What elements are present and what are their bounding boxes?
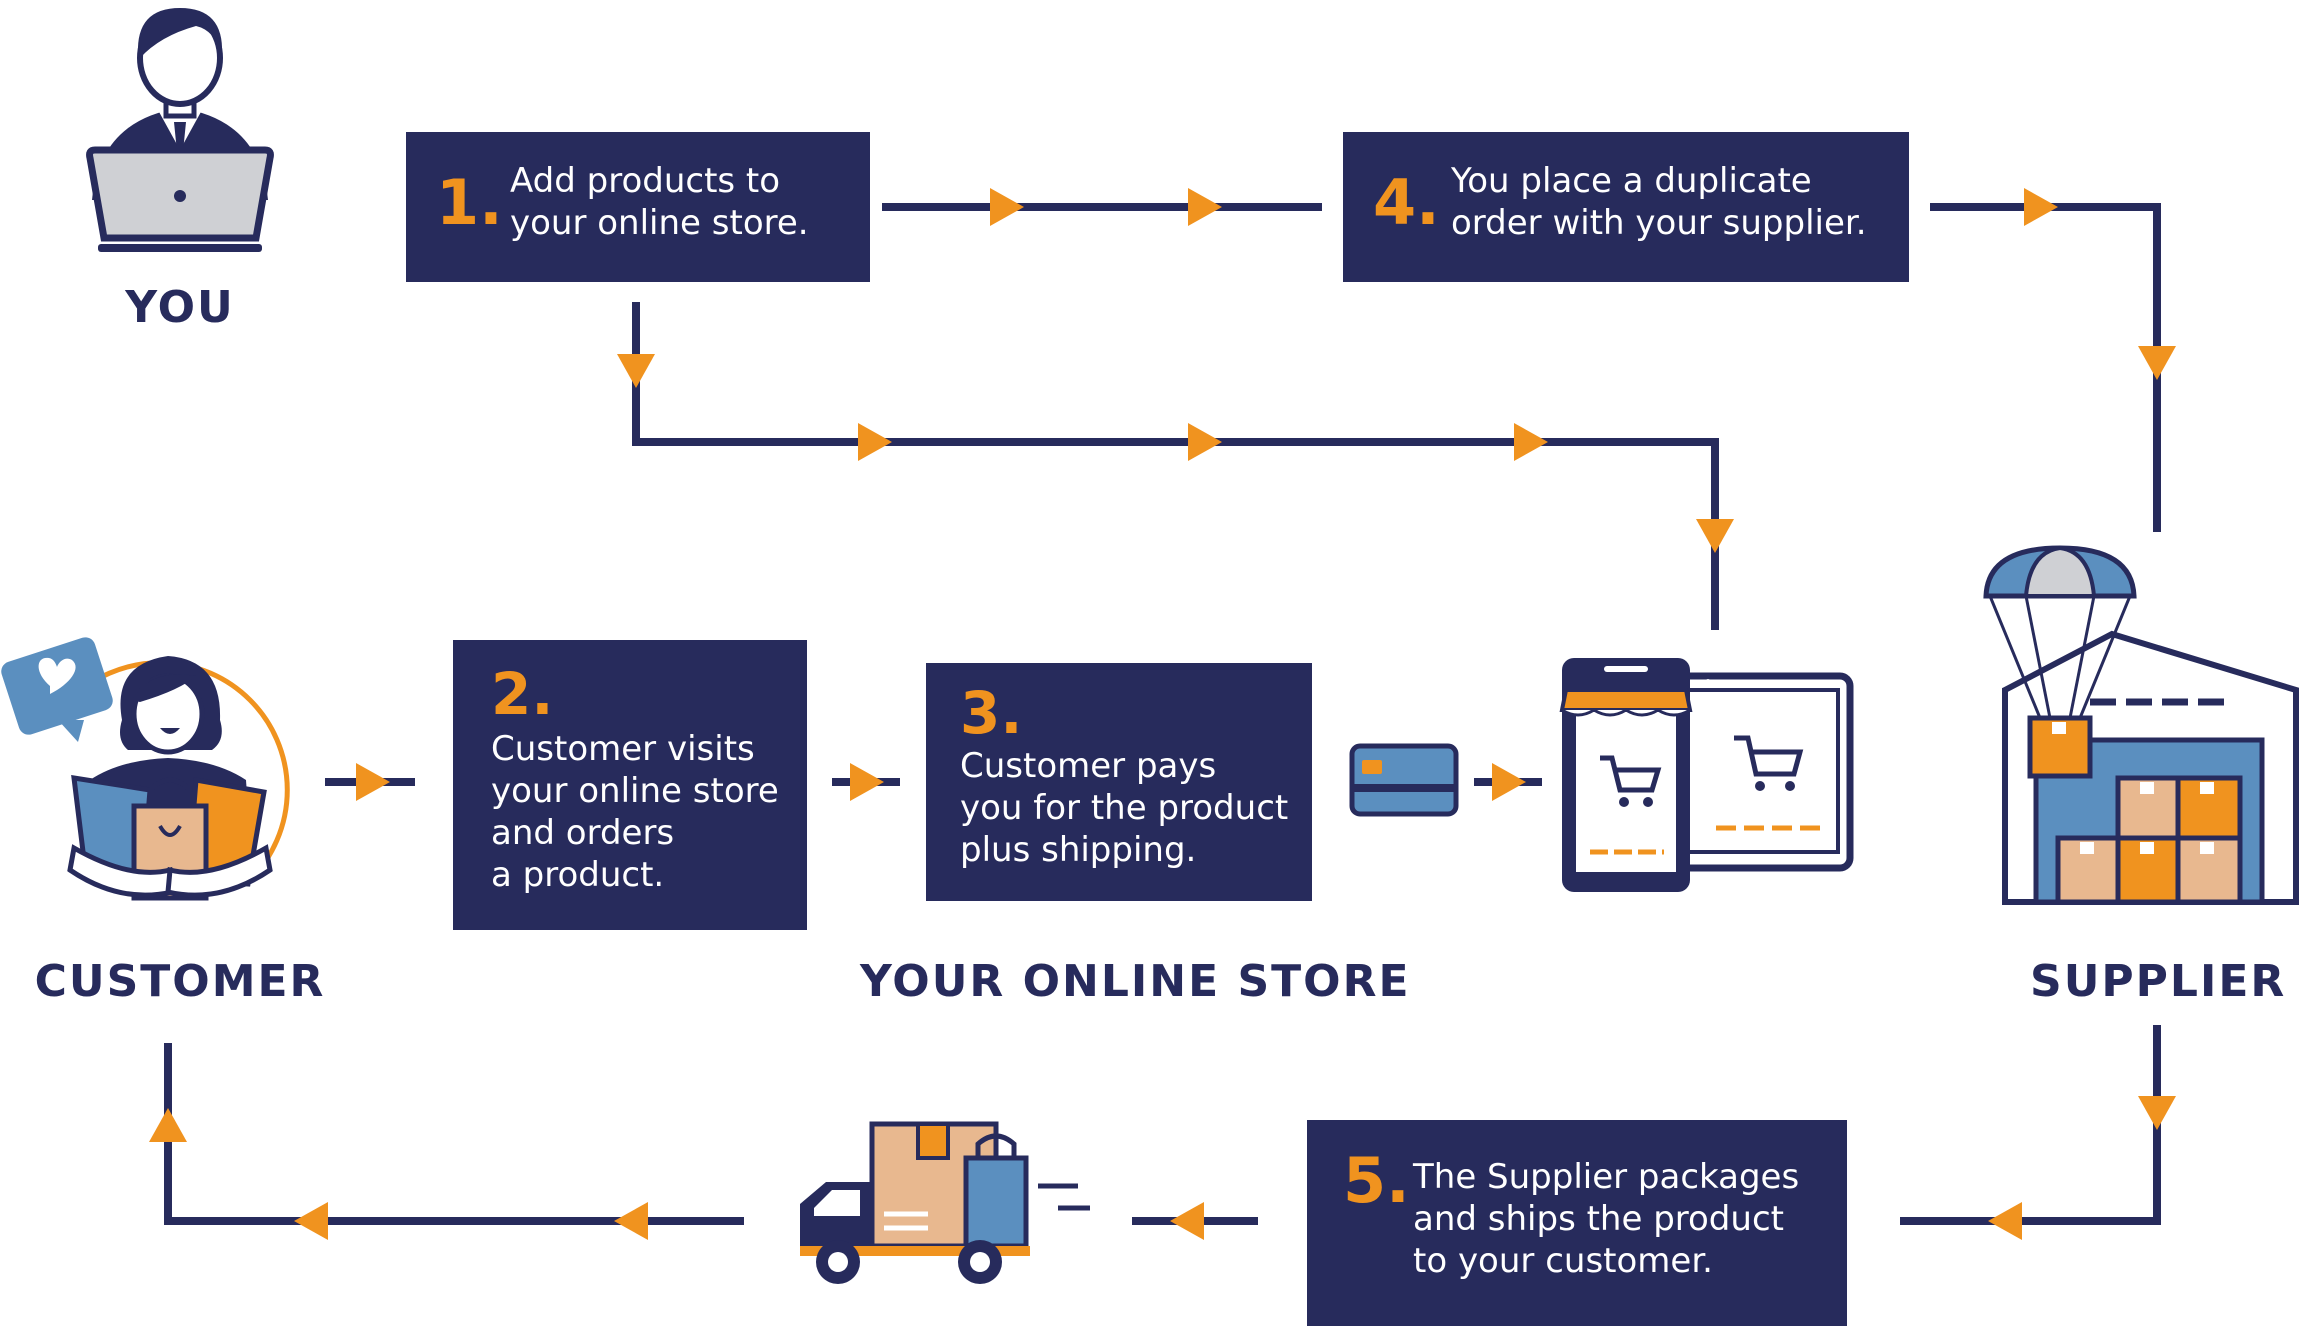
step-5-box: 5. The Supplier packages and ships the p… <box>1307 1120 1847 1326</box>
credit-card-icon <box>1349 743 1459 817</box>
step-2-box: 2. Customer visits your online store and… <box>453 640 807 930</box>
step-1-text: Add products to your online store. <box>510 161 809 243</box>
step-5-text: The Supplier packages and ships the prod… <box>1413 1157 1800 1281</box>
arrow-right <box>1188 423 1222 461</box>
your-online-store-label: YOUR ONLINE STORE <box>860 956 1411 1007</box>
arrow-down <box>2138 346 2176 380</box>
arrow-right <box>990 188 1024 226</box>
customer-label: CUSTOMER <box>34 956 326 1007</box>
connector-truck-to-customer <box>164 1043 744 1225</box>
arrow-up <box>149 1108 187 1142</box>
arrow-right <box>850 763 884 801</box>
step-4-box: 4. You place a duplicate order with your… <box>1343 132 1909 282</box>
person-with-laptop-icon <box>86 8 274 252</box>
step-2-text: Customer visits your online store and or… <box>491 729 779 895</box>
arrow-right <box>356 763 390 801</box>
step-3-number: 3. <box>960 679 1023 747</box>
arrow-right <box>858 423 892 461</box>
arrow-right <box>1492 763 1526 801</box>
arrow-right <box>1188 188 1222 226</box>
warehouse-with-parachute-icon <box>1983 545 2299 905</box>
phone-and-tablet-store-icon <box>1559 658 1854 892</box>
step-1-box: 1. Add products to your online store. <box>406 132 870 282</box>
arrow-down <box>617 354 655 388</box>
arrow-left <box>1170 1202 1204 1240</box>
you-label: YOU <box>125 282 235 333</box>
step-4-text: You place a duplicate order with your su… <box>1451 161 1867 243</box>
delivery-truck-icon <box>800 1121 1090 1284</box>
step-2-number: 2. <box>491 660 554 728</box>
customer-with-bags-icon <box>1 637 290 901</box>
connector-step1-to-store <box>632 302 1719 630</box>
step-3-box: 3. Customer pays you for the product plu… <box>926 663 1312 901</box>
arrow-left <box>294 1202 328 1240</box>
connector-step4-to-supplier <box>1930 203 2161 532</box>
step-4-number: 4. <box>1373 166 1440 239</box>
arrow-left <box>1988 1202 2022 1240</box>
arrow-right <box>1514 423 1548 461</box>
step-1-number: 1. <box>436 166 503 239</box>
step-5-number: 5. <box>1343 1144 1410 1217</box>
arrow-down <box>1696 519 1734 553</box>
connector-supplier-to-step5 <box>1900 1025 2161 1225</box>
heart-speech-bubble-icon <box>1 637 113 742</box>
arrow-down <box>2138 1096 2176 1130</box>
arrow-left <box>614 1202 648 1240</box>
step-3-text: Customer pays you for the product plus s… <box>960 746 1289 870</box>
supplier-label: SUPPLIER <box>2030 956 2287 1007</box>
arrow-right <box>2024 188 2058 226</box>
